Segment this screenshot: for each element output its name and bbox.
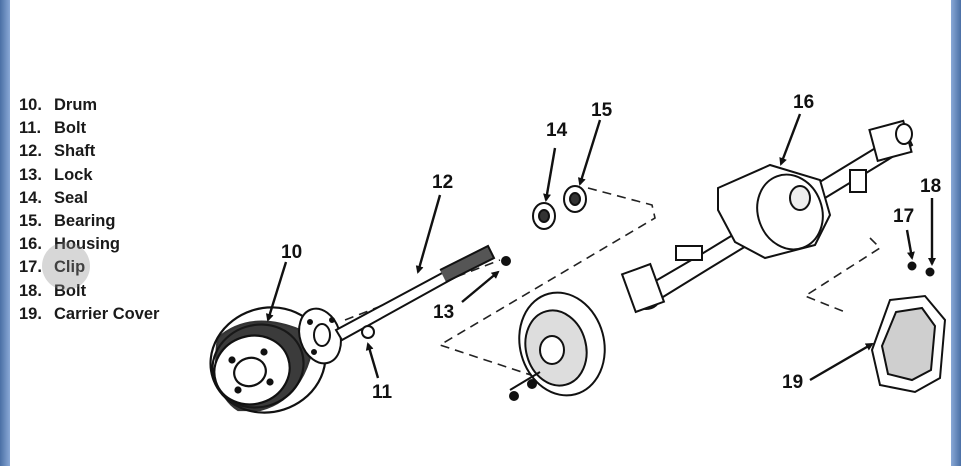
legend-number: 19. xyxy=(19,304,42,323)
legend-number: 17. xyxy=(19,258,42,277)
legend-item-bolt: 11. Bolt xyxy=(19,117,159,140)
callout-15: 15 xyxy=(591,100,613,121)
legend-label: Seal xyxy=(54,188,88,207)
clip-and-bolt xyxy=(907,261,935,277)
legend-label: Bolt xyxy=(54,119,87,138)
legend-item-carrier-cover: 19. Carrier Cover xyxy=(19,303,159,326)
carrier-cover xyxy=(870,294,947,394)
legend-label: Housing xyxy=(54,235,120,254)
callout-12: 12 xyxy=(432,172,453,193)
legend-item-seal: 14. Seal xyxy=(19,187,159,210)
callout-16: 16 xyxy=(793,92,814,113)
legend-number: 12. xyxy=(19,142,42,161)
callout-arrows xyxy=(265,113,936,382)
legend-number: 16. xyxy=(19,235,42,254)
axle-shaft xyxy=(298,244,496,365)
legend-label: Bolt xyxy=(54,281,87,300)
legend-label: Carrier Cover xyxy=(54,304,160,323)
window-frame-left xyxy=(0,0,10,466)
parts-legend: 10. Drum 11. Bolt 12. Shaft 13. Lock 14. Seal… xyxy=(19,94,159,326)
callout-14: 14 xyxy=(546,120,568,141)
seal-and-bearing xyxy=(532,185,587,230)
legend-number: 14. xyxy=(19,188,42,207)
legend-label: Clip xyxy=(54,258,86,277)
touch-cursor-indicator xyxy=(42,242,90,290)
legend-label: Lock xyxy=(54,165,93,184)
legend-label: Drum xyxy=(54,96,98,114)
window-frame-right xyxy=(951,0,961,466)
legend-number: 18. xyxy=(19,281,42,300)
callout-11: 11 xyxy=(372,382,393,403)
callout-17: 17 xyxy=(893,206,914,227)
legend-label: Bearing xyxy=(54,211,116,230)
legend-item-shaft: 12. Shaft xyxy=(19,140,159,163)
legend-item-bolt-2: 18. Bolt xyxy=(19,280,159,303)
lock-13 xyxy=(501,256,511,266)
legend-item-clip: 17. Clip xyxy=(19,256,159,279)
callout-18: 18 xyxy=(920,176,941,197)
legend-item-lock: 13. Lock xyxy=(19,164,159,187)
legend-label: Shaft xyxy=(54,142,96,161)
callout-10: 10 xyxy=(281,242,302,263)
axle-housing xyxy=(620,119,914,314)
legend-number: 11. xyxy=(19,119,42,138)
legend-item-housing: 16. Housing xyxy=(19,233,159,256)
bolt-11 xyxy=(361,325,375,339)
legend-number: 15. xyxy=(19,211,42,230)
callout-13: 13 xyxy=(433,302,454,323)
legend-item-drum: 10. Drum xyxy=(19,94,159,117)
legend-item-bearing: 15. Bearing xyxy=(19,210,159,233)
legend-number: 13. xyxy=(19,165,42,184)
brake-drum xyxy=(209,306,327,414)
legend-number: 10. xyxy=(19,96,42,114)
brake-backing-plate xyxy=(509,291,606,401)
callout-19: 19 xyxy=(782,372,803,393)
